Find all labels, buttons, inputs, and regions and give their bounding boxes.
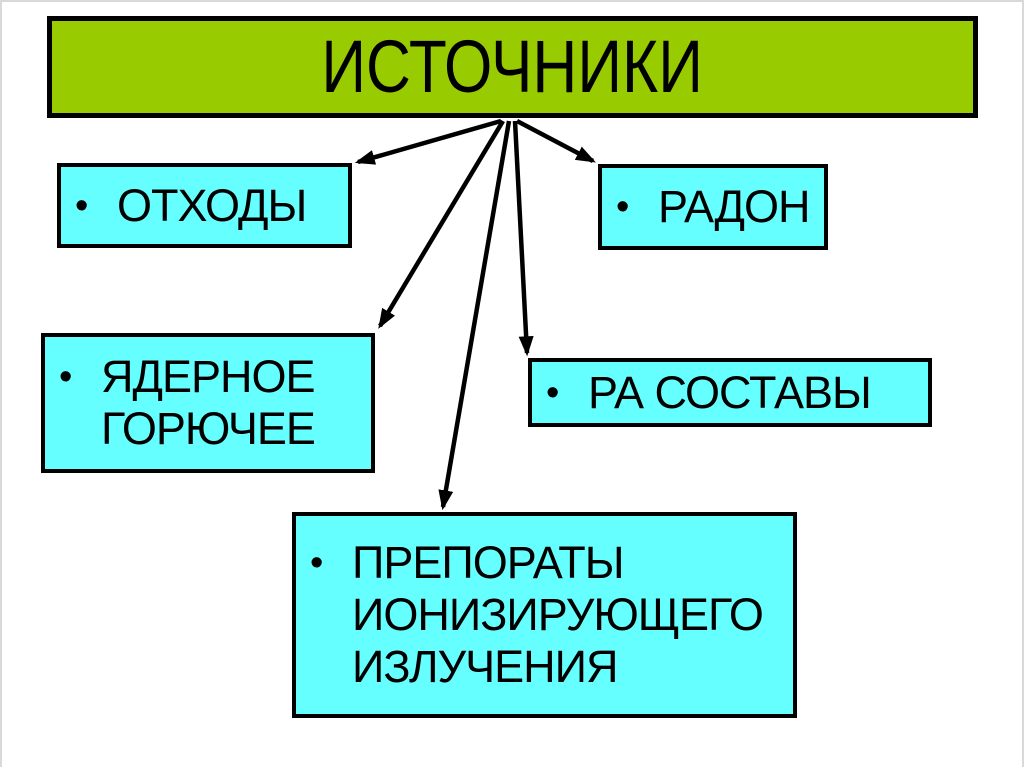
bullet-icon: • <box>616 186 630 228</box>
bullet-icon: • <box>310 542 324 584</box>
node-otkhody: • ОТХОДЫ <box>57 163 352 248</box>
arrow-istochniki-to-radon <box>515 119 596 163</box>
bullet-icon: • <box>546 371 560 414</box>
node-content: • ЯДЕРНОЕ ГОРЮЧЕЕ <box>45 351 371 455</box>
arrow-istochniki-to-otkhody <box>354 118 502 165</box>
node-label: ОТХОДЫ <box>117 179 307 231</box>
node-label: РАДОН <box>658 181 810 232</box>
arrow-istochniki-to-preparaty <box>438 120 512 511</box>
title-label: ИСТОЧНИКИ <box>321 25 704 108</box>
node-label: ЯДЕРНОЕ ГОРЮЧЕЕ <box>101 351 316 454</box>
node-label: РА СОСТАВЫ <box>588 366 872 418</box>
node-preparaty-ioniziruyushchego-izlucheniya: • ПРЕПОРАТЫ ИОНИЗИРУЮЩЕГО ИЗЛУЧЕНИЯ <box>292 512 797 718</box>
node-label: ПРЕПОРАТЫ ИОНИЗИРУЮЩЕГО ИЗЛУЧЕНИЯ <box>352 537 764 692</box>
node-radon: • РАДОН <box>598 164 828 250</box>
node-content: • РА СОСТАВЫ <box>532 367 928 419</box>
node-content: • ОТХОДЫ <box>61 180 348 232</box>
node-content: • ПРЕПОРАТЫ ИОНИЗИРУЮЩЕГО ИЗЛУЧЕНИЯ <box>296 537 793 693</box>
bullet-icon: • <box>59 356 73 398</box>
node-istochniki: ИСТОЧНИКИ <box>47 16 978 118</box>
node-yadernoe-goryuchee: • ЯДЕРНОЕ ГОРЮЧЕЕ <box>41 333 375 473</box>
arrow-istochniki-to-yadernoe-goryuchee <box>378 119 505 329</box>
node-ra-sostavy: • РА СОСТАВЫ <box>528 358 932 427</box>
arrow-istochniki-to-ra-sostavy <box>512 120 534 357</box>
node-content: • РАДОН <box>602 181 824 233</box>
bullet-icon: • <box>75 184 89 227</box>
